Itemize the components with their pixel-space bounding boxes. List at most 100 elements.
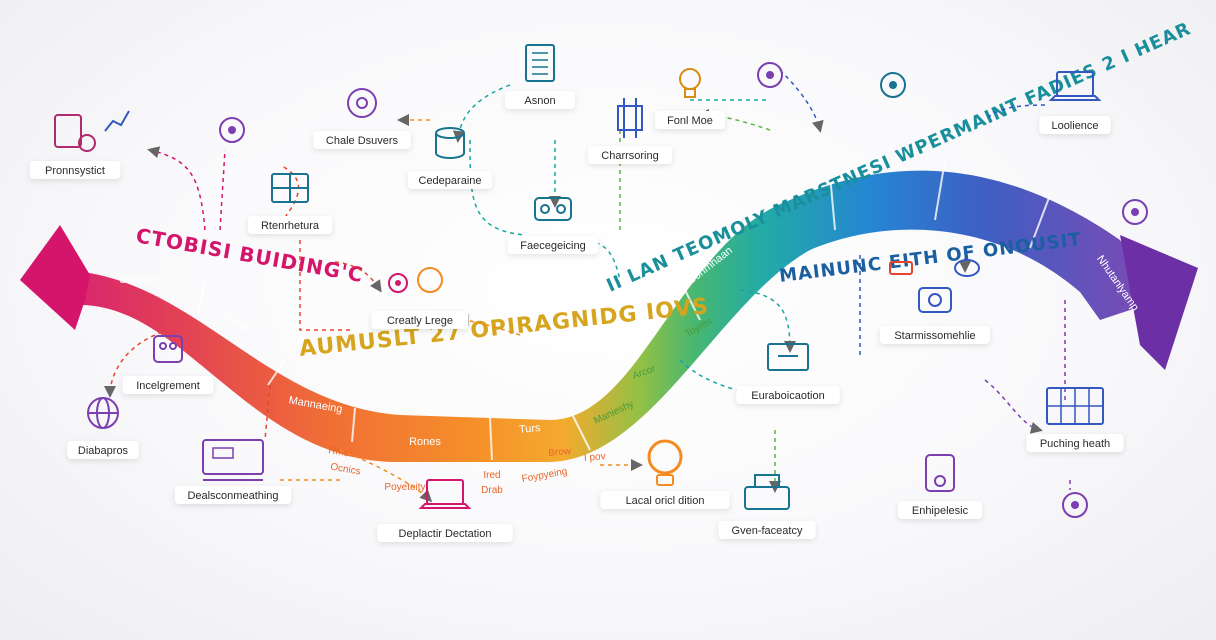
node-label: Puching heath (1040, 438, 1110, 450)
node-enhipelesic: Enhipelesic (897, 454, 983, 519)
globe-icon (1122, 199, 1148, 225)
node-label: Deplactir Dectation (399, 528, 492, 540)
tablet-icon (925, 454, 955, 492)
node-gven-faceatcy: Gven-faceatcy (718, 474, 816, 539)
node-label: Chale Dsuvers (326, 135, 399, 147)
node-lacal-oricl-dition: Lacal oricl dition (600, 439, 730, 509)
node-rtenrhetura: Rtenrhetura (247, 173, 333, 234)
node-label-card (655, 111, 725, 129)
node-charrsoring: Charrsoring (587, 98, 673, 164)
building-icon (271, 173, 309, 203)
laptop-icon (418, 479, 472, 509)
monitor-icon (202, 439, 264, 481)
node-label: Pronnsystict (45, 165, 105, 177)
node-creatly-lrege: Creatly Lrege (371, 267, 469, 329)
band-right-arrowhead (1120, 235, 1198, 370)
node-label: Lacal oricl dition (626, 495, 705, 507)
machine-icon (534, 197, 572, 221)
orange-note: Rmor (327, 445, 354, 460)
node-label-card (313, 131, 411, 149)
node-label: Euraboicaotion (751, 390, 824, 402)
orange-note: Brow (548, 446, 572, 459)
node-label-card (377, 524, 513, 542)
node-label: Asnon (524, 95, 555, 107)
band-segment-label: Rones (409, 436, 441, 448)
copyright-icon (757, 62, 783, 88)
orange-note: Ocnics (329, 461, 361, 477)
orange-note: Drab (481, 485, 503, 496)
brain-gear-icon (347, 88, 377, 118)
node-label: Enhipelesic (912, 505, 969, 517)
node-label-card (880, 326, 990, 344)
node-label-card (407, 171, 493, 189)
node-starmissomehlie: Starmissomehlie (880, 259, 990, 344)
node-label: Loolience (1051, 120, 1098, 132)
node-font-moe: Fonl Moe (655, 68, 725, 129)
node-label-card (718, 521, 816, 539)
band-segment-label: Rame (221, 310, 252, 335)
node-label-card (122, 376, 214, 394)
orange-note: Poyeteity (384, 482, 425, 493)
camera-robot-icon (889, 259, 980, 313)
node-label: Charrsoring (601, 150, 658, 162)
node-eurabicaotion: Euraboicaotion (736, 343, 840, 404)
node-label: Faecegeicing (520, 240, 585, 252)
band-segment-label: Turs (518, 422, 541, 436)
node-label-card (587, 146, 673, 164)
ring-icon (647, 439, 683, 486)
database-icon (435, 127, 465, 159)
band-body (55, 170, 1160, 462)
node-asnon: Asnon (505, 44, 575, 109)
node-label: Cedeparaine (419, 175, 482, 187)
node-label-card (1026, 434, 1124, 452)
node-label-card (247, 216, 333, 234)
calculator-chart-icon (54, 110, 130, 152)
node-incelgrement: Incelgrement (122, 335, 214, 394)
screen-icon (767, 343, 809, 371)
headset-icon (1062, 492, 1088, 518)
node-puching-heath: Puching heath (1026, 387, 1124, 452)
grid-calendar-icon (1046, 387, 1104, 425)
node-label: Fonl Moe (667, 115, 713, 127)
node-label-card (736, 386, 840, 404)
node-loolience: Loolience (1039, 71, 1111, 134)
circuit-icon (617, 98, 643, 138)
lock-icon (219, 117, 245, 143)
node-label: Creatly Lrege (387, 315, 453, 327)
node-label-card (507, 236, 599, 254)
node-chale-dsuvers: Chale Dsuvers (313, 88, 411, 149)
node-label: Gven-faceatcy (732, 525, 803, 537)
node-label-card (505, 91, 575, 109)
robot-icon (153, 335, 183, 363)
node-faecegeicing: Faecegeicing (507, 197, 599, 254)
orange-note: Ired (483, 470, 500, 481)
orange-note: I pov (584, 451, 607, 464)
node-cedeparaine: Cedeparaine (407, 127, 493, 189)
register-icon (744, 474, 790, 510)
laptop-icon (1048, 71, 1102, 101)
lightbulb-icon (679, 68, 701, 98)
node-label-card (67, 441, 139, 459)
band-segment-label: Sesone (119, 274, 156, 286)
lotus-icon (880, 72, 906, 98)
process-band (20, 159, 1198, 462)
node-label: Diabapros (78, 445, 129, 457)
orange-note: Foypyeing (521, 466, 568, 485)
node-label: Incelgrement (136, 380, 200, 392)
node-label-card (174, 486, 292, 504)
node-label: Rtenrhetura (261, 220, 320, 232)
node-label-card (371, 311, 469, 329)
band-left-arrowhead (20, 225, 90, 330)
node-pronnsystict: Pronnsystict (29, 110, 130, 179)
node-label: Dealsconmeathing (187, 490, 278, 502)
node-dealsconmeathing: Dealsconmeathing (174, 439, 292, 504)
node-label-card (1039, 116, 1111, 134)
node-diabapros: Diabapros (67, 397, 139, 459)
node-label-card (600, 491, 730, 509)
node-label-card (897, 501, 983, 519)
node-deplactir-dectation: Deplactir Dectation (377, 479, 513, 542)
node-label-card (29, 161, 121, 179)
document-icon (525, 44, 555, 82)
